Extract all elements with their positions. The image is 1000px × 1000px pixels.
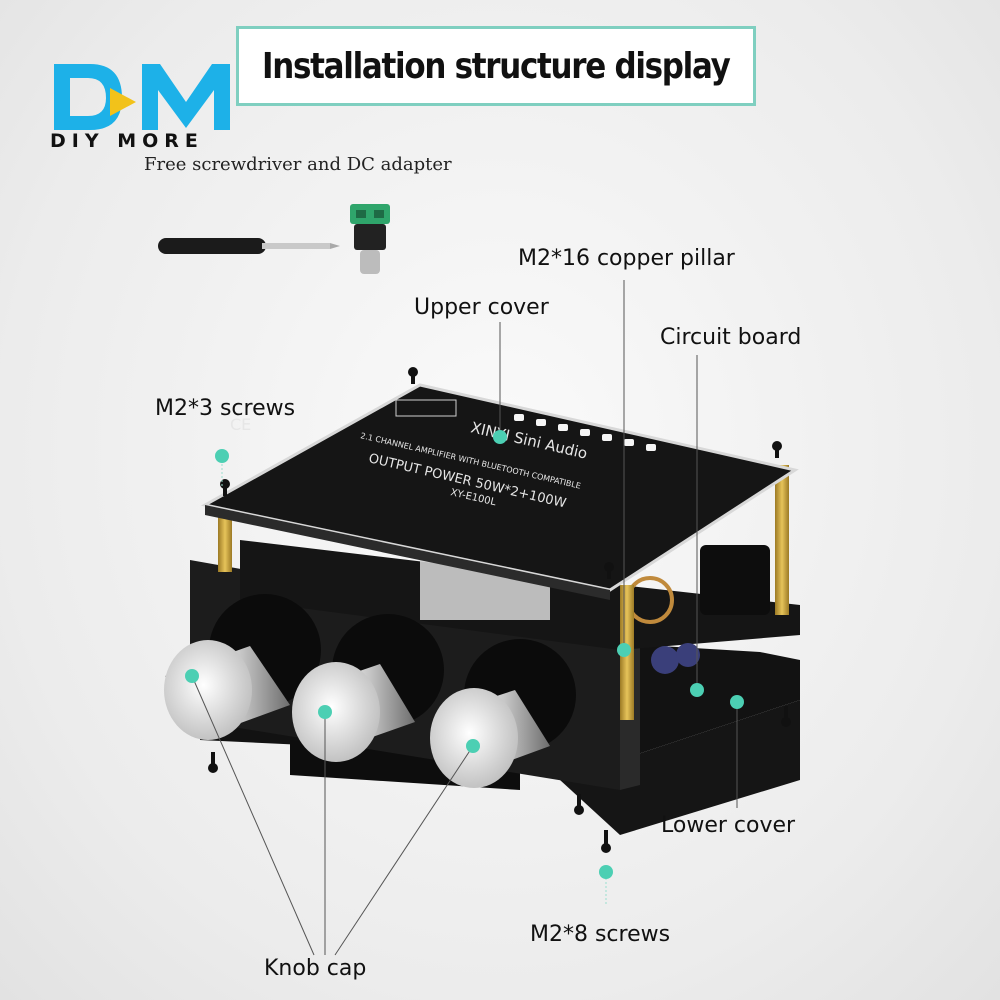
knob-right xyxy=(430,639,576,788)
label-knob-cap: Knob cap xyxy=(264,956,367,981)
title-box: Installation structure display xyxy=(236,26,756,106)
accessories-caption: Free screwdriver and DC adapter xyxy=(144,154,452,175)
dc-adapter-icon xyxy=(350,204,390,274)
knob-center xyxy=(292,614,444,762)
label-upper-cover: Upper cover xyxy=(414,295,549,320)
callout-lines xyxy=(191,280,738,956)
screwdriver-icon xyxy=(158,238,340,254)
label-circuit-board: Circuit board xyxy=(660,325,802,350)
logo-wordmark: DIY MORE xyxy=(50,130,204,152)
label-copper-pillar: M2*16 copper pillar xyxy=(518,246,735,271)
label-m2x3-screws: M2*3 screws xyxy=(155,396,296,421)
label-m2x8-screws: M2*8 screws xyxy=(530,922,671,947)
ce-mark: CE xyxy=(230,415,251,434)
diy-more-logo xyxy=(54,64,230,130)
screw-heads xyxy=(208,367,791,853)
page-title: Installation structure display xyxy=(262,45,731,87)
knob-left xyxy=(164,594,321,740)
label-lower-cover: Lower cover xyxy=(661,813,796,838)
callout-markers xyxy=(185,430,744,879)
